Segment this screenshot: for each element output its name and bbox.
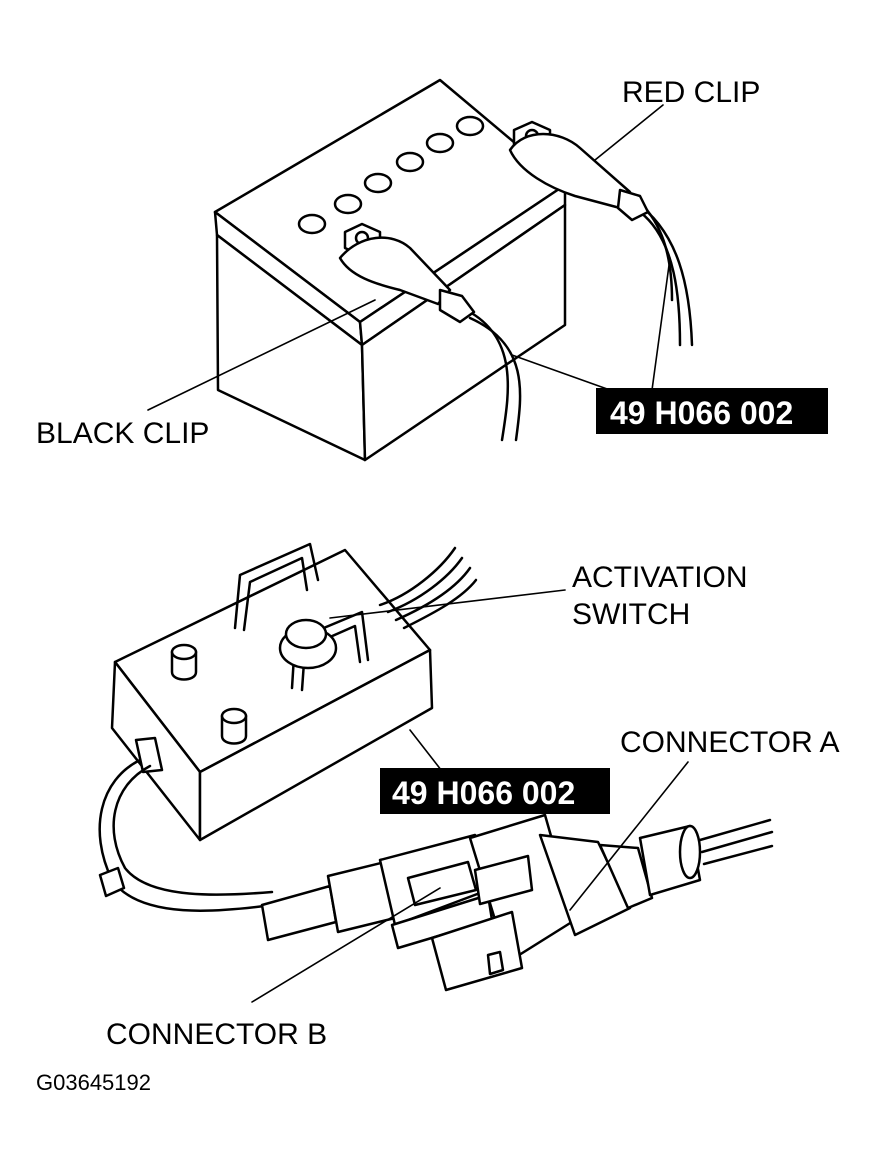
switch-tool-number: 49 H066 002 bbox=[392, 775, 575, 811]
black-clip-leader bbox=[147, 299, 376, 411]
activation-switch-label-line2: SWITCH bbox=[572, 598, 690, 631]
battery bbox=[213, 78, 567, 462]
black-clip-label: BLACK CLIP bbox=[36, 417, 209, 450]
activation-switch-label-line1: ACTIVATION bbox=[572, 561, 748, 594]
red-clip bbox=[508, 132, 650, 222]
figure-code: G03645192 bbox=[36, 1070, 151, 1095]
battery-cell-caps bbox=[297, 115, 485, 235]
activation-switch-button bbox=[278, 618, 338, 670]
connector-b-label: CONNECTOR B bbox=[106, 1018, 327, 1051]
switch-tool-leader bbox=[409, 729, 446, 776]
battery-tool-leader-2 bbox=[651, 257, 671, 391]
battery-tool-number: 49 H066 002 bbox=[610, 395, 793, 431]
connector-a-wires bbox=[698, 818, 774, 866]
connector-b-leader bbox=[251, 887, 441, 1003]
red-clip-leader bbox=[594, 104, 664, 161]
black-clip bbox=[338, 236, 476, 324]
battery-tool-tag: 49 H066 002 bbox=[596, 388, 828, 434]
activation-switch-leader bbox=[329, 589, 566, 619]
switch-tool-tag: 49 H066 002 bbox=[380, 768, 610, 814]
box-handle-left bbox=[233, 542, 320, 632]
connector-a-label: CONNECTOR A bbox=[620, 726, 839, 759]
wire-harness bbox=[98, 758, 274, 912]
box-post-1 bbox=[170, 643, 198, 681]
connector-a-leader bbox=[569, 761, 689, 911]
battery-clip-cables bbox=[453, 188, 694, 442]
battery-tool-leader-1 bbox=[511, 354, 611, 391]
connector-a bbox=[430, 813, 702, 992]
connector-b bbox=[260, 833, 494, 950]
activation-box bbox=[110, 548, 434, 842]
box-post-2 bbox=[220, 707, 248, 745]
red-clip-label: RED CLIP bbox=[622, 76, 760, 109]
